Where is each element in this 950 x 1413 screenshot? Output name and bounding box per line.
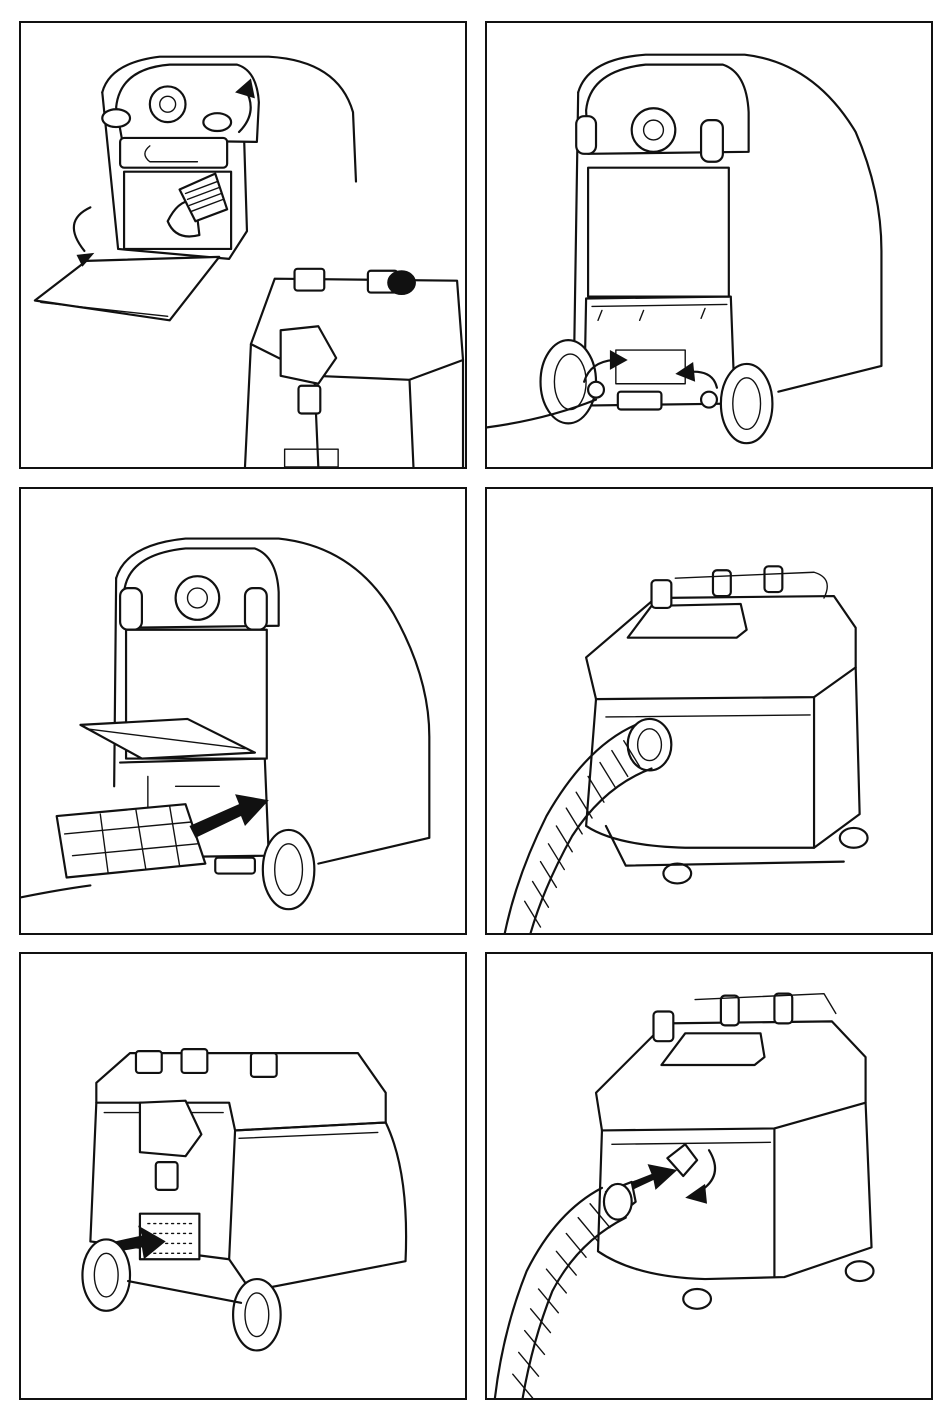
knob-icon	[176, 576, 220, 620]
straight-arrow-icon	[189, 794, 268, 838]
illustration-release-latches	[487, 23, 931, 467]
illustration-filter-grille	[21, 954, 465, 1398]
knob-icon	[150, 86, 186, 122]
curved-arrow-icon	[699, 1150, 715, 1192]
figure-panel-3	[19, 487, 467, 935]
figure-panel-6	[485, 952, 933, 1400]
figure-panel-2	[485, 21, 933, 469]
figure-panel-4	[485, 487, 933, 935]
illustration-open-cover	[21, 23, 465, 467]
filter-cassette	[57, 804, 206, 877]
illustration-hose-attached	[487, 489, 931, 933]
knob-icon	[632, 108, 676, 152]
illustration-pull-filter	[21, 489, 465, 933]
curved-arrow-icon	[74, 207, 91, 251]
illustration-insert-hose	[487, 954, 931, 1398]
figure-panel-1	[19, 21, 467, 469]
figure-panel-5	[19, 952, 467, 1400]
